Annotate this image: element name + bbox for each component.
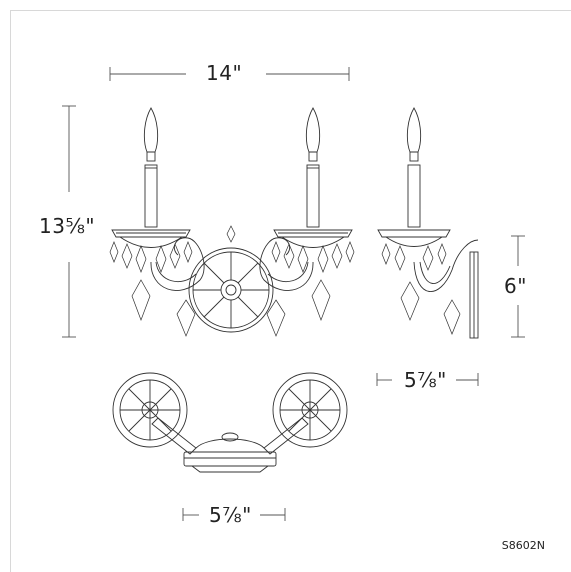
page-frame <box>10 10 571 572</box>
left-bobeche <box>111 229 191 248</box>
model-number: S8602N <box>501 539 545 552</box>
height-dimension-line <box>62 105 76 338</box>
top-depth-dimension-label: 5⅞" <box>209 503 252 527</box>
left-candle <box>143 107 159 228</box>
top-wall-plate <box>183 432 277 473</box>
right-bobeche <box>273 229 353 248</box>
height-dimension-label: 13⅝" <box>39 214 96 238</box>
width-dimension-line <box>109 67 350 81</box>
side-height-dimension-label: 6" <box>504 274 527 298</box>
width-dimension-label: 14" <box>206 61 243 85</box>
front-backplate <box>188 247 274 333</box>
front-view <box>109 107 355 337</box>
right-candle <box>305 107 321 228</box>
top-right-bobeche <box>272 372 348 448</box>
front-crystals <box>109 225 355 337</box>
side-view <box>377 107 479 339</box>
top-view <box>112 372 348 473</box>
top-left-bobeche <box>112 372 188 448</box>
side-height-dimension-line <box>511 235 525 338</box>
top-arms <box>151 417 309 455</box>
side-depth-dimension-label: 5⅞" <box>404 368 447 392</box>
arms <box>150 237 314 291</box>
side-depth-dimension-line <box>376 373 479 386</box>
top-depth-dimension-line <box>182 508 286 521</box>
